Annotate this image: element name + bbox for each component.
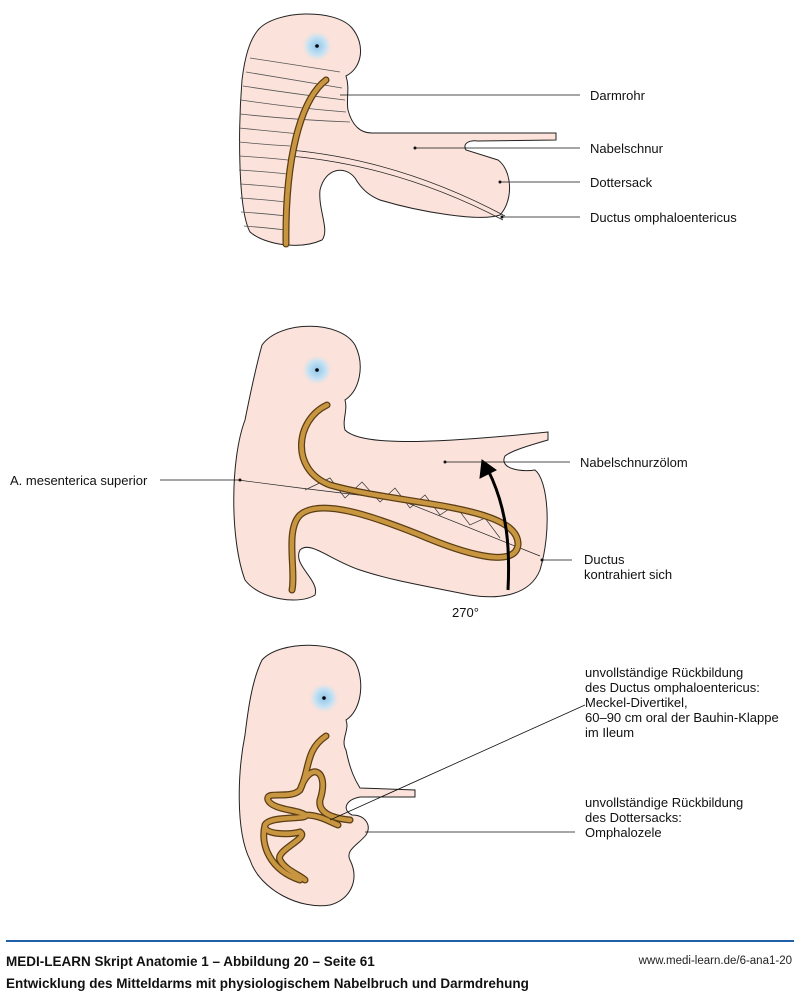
label-a-mesenterica: A. mesenterica superior xyxy=(10,473,148,488)
embryo-3-body xyxy=(238,644,416,907)
label-nabelschnurzoelom: Nabelschnurzölom xyxy=(580,455,688,470)
somite-lines xyxy=(238,57,351,231)
label-ductus-kontrahiert: Ductus kontrahiert sich xyxy=(584,552,673,582)
figure-caption: Entwicklung des Mitteldarms mit physiolo… xyxy=(6,976,529,991)
mesentery-lines xyxy=(237,479,541,557)
leader-lines xyxy=(160,94,586,833)
label-nabelschnur: Nabelschnur xyxy=(590,141,663,156)
label-rotation: 270° xyxy=(452,605,479,620)
label-dottersack: Dottersack xyxy=(590,175,653,190)
footer-source: MEDI-LEARN Skript Anatomie 1 – Abbildung… xyxy=(6,954,375,969)
label-meckel-divertikel: unvollständige Rückbildung des Ductus om… xyxy=(585,665,779,740)
footer-divider xyxy=(6,940,794,942)
embryo-2-body xyxy=(233,325,549,601)
rotation-arrow xyxy=(486,469,511,591)
label-darmrohr: Darmrohr xyxy=(590,88,645,103)
footer-url[interactable]: www.medi-learn.de/6-ana1-20 xyxy=(638,955,792,967)
label-omphalozele: unvollständige Rückbildung des Dottersac… xyxy=(585,795,744,840)
label-ductus-omphaloentericus: Ductus omphaloentericus xyxy=(590,210,737,225)
embryo-1-body xyxy=(239,13,557,246)
